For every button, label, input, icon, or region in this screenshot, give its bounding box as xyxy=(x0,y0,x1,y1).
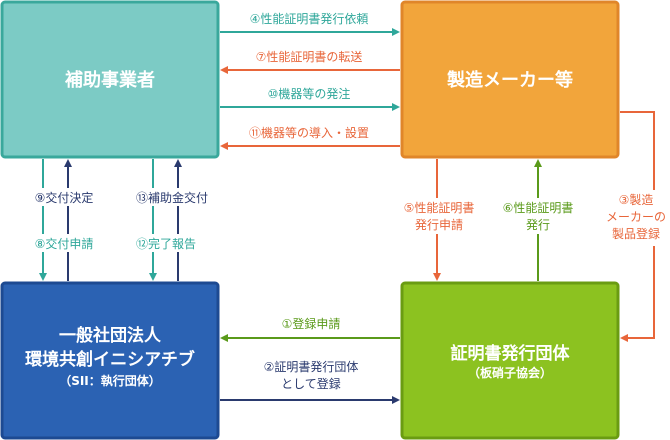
label-3-line1: ③製造 xyxy=(619,193,654,207)
label-8: ⑧交付申請 xyxy=(35,236,94,251)
label-3-bg xyxy=(606,190,668,246)
label-6-bg xyxy=(492,198,584,234)
cert-body-title-line1: 証明書発行団体 xyxy=(451,343,571,364)
label-6-line2: 発行 xyxy=(526,218,550,232)
cert-body-box xyxy=(400,281,620,440)
cert-body-title-line2: （板硝子協会） xyxy=(468,365,552,380)
label-12-bg xyxy=(124,234,208,252)
subsidy-operator-title: 補助事業者 xyxy=(64,69,155,91)
label-7: ⑦性能証明書の転送 xyxy=(256,49,363,64)
label-2-line2: として登録 xyxy=(281,376,341,391)
label-9-bg xyxy=(22,188,106,206)
sii-box xyxy=(0,281,220,440)
label-12: ⑫完了報告 xyxy=(136,236,196,251)
sii-title-line2: 環境共創イニシアチブ xyxy=(25,349,195,370)
label-3-line2: メーカーの xyxy=(606,210,666,224)
label-4: ④性能証明書発行依頼 xyxy=(250,11,369,26)
sii-title-line1: 一般社団法人 xyxy=(59,325,162,346)
label-6-line1: ⑥性能証明書 xyxy=(503,201,574,215)
label-8-bg xyxy=(22,234,106,252)
label-3-line3: 製品登録 xyxy=(612,226,660,241)
label-13-bg xyxy=(122,188,222,206)
label-13: ⑬補助金交付 xyxy=(136,190,208,205)
subsidy-operator-box xyxy=(0,0,220,159)
sii-title-line3: （SII：執行団体） xyxy=(59,373,161,388)
label-5-line2: 発行申請 xyxy=(415,218,463,232)
label-11: ⑪機器等の導入・設置 xyxy=(249,125,369,140)
label-5-line1: ⑤性能証明書 xyxy=(404,201,475,215)
label-5-bg xyxy=(394,198,482,234)
label-1: ①登録申請 xyxy=(282,316,341,331)
manufacturer-box xyxy=(400,0,620,159)
manufacturer-title: 製造メーカー等 xyxy=(446,69,573,91)
label-9: ⑨交付決定 xyxy=(35,190,94,205)
label-10: ⑩機器等の発注 xyxy=(268,86,351,101)
label-2-line1: ②証明書発行団体 xyxy=(264,360,359,374)
